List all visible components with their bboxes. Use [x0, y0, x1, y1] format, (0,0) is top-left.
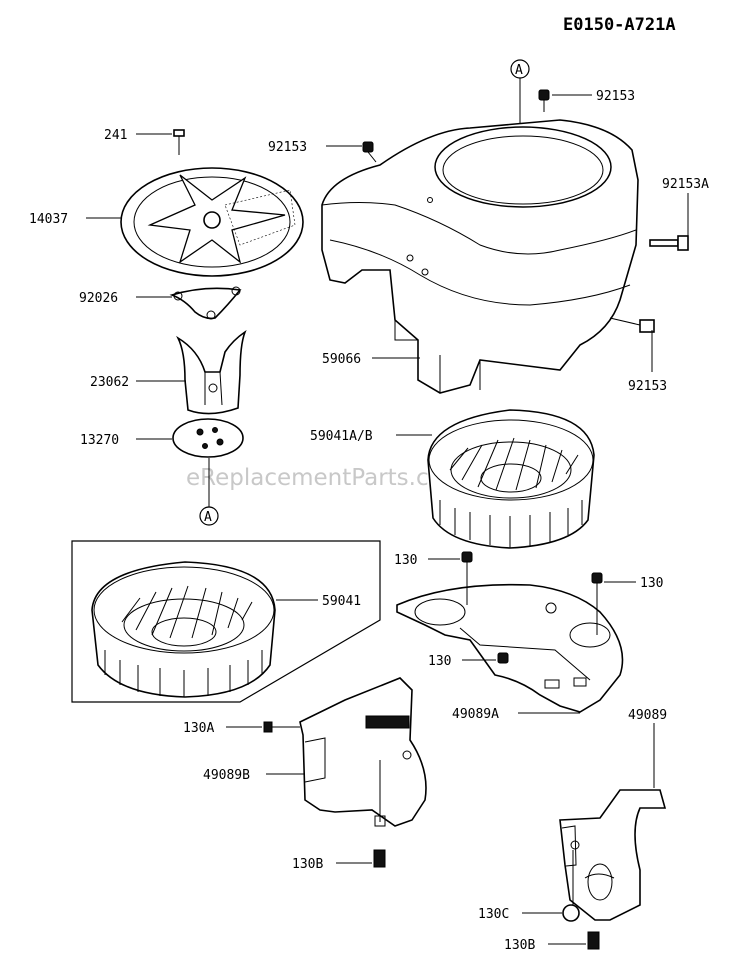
label-14037: 14037: [29, 212, 68, 227]
label-23062: 23062: [90, 375, 129, 390]
label-59041AB: 59041A/B: [310, 429, 373, 444]
label-49089A: 49089A: [452, 707, 499, 722]
fan-59041-box: [71, 540, 381, 703]
label-13270: 13270: [80, 433, 119, 448]
label-59041: 59041: [322, 594, 361, 609]
plate-13270: [172, 418, 244, 458]
label-92153A: 92153A: [662, 177, 709, 192]
bolt-92153A: [649, 235, 689, 251]
bolt-130B-a: [373, 849, 386, 868]
bolt-130-b: [591, 572, 603, 635]
label-130B-b: 130B: [504, 938, 535, 953]
fan-housing-59066: [321, 119, 639, 394]
label-49089B: 49089B: [203, 768, 250, 783]
rotating-screen-14037: [120, 167, 304, 277]
bolt-92153-right: [609, 317, 655, 333]
label-130-c: 130: [428, 654, 451, 669]
bolt-241: [173, 129, 185, 155]
cover-plate-49089: [559, 789, 667, 921]
diagram-code: E0150-A721A: [563, 15, 676, 35]
label-92153-left: 92153: [268, 140, 307, 155]
plate-92026: [169, 286, 242, 320]
bracket-23062: [176, 329, 247, 415]
label-92153-right: 92153: [628, 379, 667, 394]
cover-plate-49089B: [299, 677, 427, 827]
bolt-130-a: [461, 551, 473, 605]
label-130B-a: 130B: [292, 857, 323, 872]
bolt-130-c: [497, 652, 509, 664]
bolt-130B-b: [587, 931, 600, 950]
label-49089: 49089: [628, 708, 667, 723]
reference-marker-bottom: A: [199, 458, 219, 526]
bolt-92153-left: [362, 141, 377, 163]
svg-text:A: A: [204, 510, 212, 525]
watermark: eReplacementParts.com: [186, 465, 465, 491]
label-92153-top: 92153: [596, 89, 635, 104]
label-92026: 92026: [79, 291, 118, 306]
label-130-a: 130: [394, 553, 417, 568]
bolt-92153-top: [538, 89, 550, 112]
label-130-b: 130: [640, 576, 663, 591]
label-59066: 59066: [322, 352, 361, 367]
svg-text:A: A: [515, 63, 523, 78]
leader-lines: [86, 94, 689, 945]
label-130A: 130A: [183, 721, 214, 736]
fan-59041AB: [427, 409, 595, 549]
label-241: 241: [104, 128, 127, 143]
label-130C: 130C: [478, 907, 509, 922]
bolt-130C: [562, 850, 580, 922]
baffle-plate-49089A: [396, 583, 624, 713]
bolt-130A: [263, 721, 300, 733]
